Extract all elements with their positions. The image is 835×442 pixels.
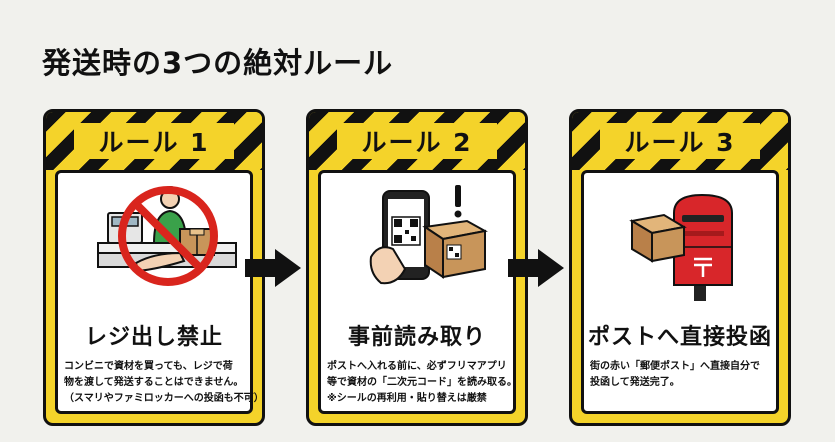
rule-label: ルール 1	[98, 128, 210, 157]
rule-description: 街の赤い「郵便ポスト」へ直接自分で 投函して発送完了。	[590, 359, 772, 391]
rule-illustration	[629, 193, 733, 301]
mailbox-icon	[673, 193, 733, 301]
rule-title: 事前読み取り	[347, 325, 486, 350]
rule-illustration	[97, 186, 237, 286]
hazard-stripes: ルール 3	[572, 112, 788, 170]
arrow-right-icon	[245, 249, 301, 287]
qr-code-icon	[391, 216, 421, 246]
description-line: コンビニで資材を買っても、レジで荷	[64, 361, 233, 372]
hazard-stripes: ルール 2	[309, 112, 525, 170]
package-icon	[629, 213, 687, 263]
rule-description: コンビニで資材を買っても、レジで荷 物を渡して発送することはできません。 （スマ…	[64, 359, 264, 407]
arrow-right-icon	[508, 249, 564, 287]
postal-mark-icon	[694, 257, 712, 277]
rule-label: ルール 2	[361, 128, 473, 157]
hazard-stripes: ルール 1	[46, 112, 262, 170]
prohibited-icon	[118, 186, 218, 286]
rule-card-2: ルール 2	[306, 109, 528, 426]
rule-card-body: レジ出し禁止 コンビニで資材を買っても、レジで荷 物を渡して発送することはできま…	[55, 170, 264, 414]
rule-card-3: ルール 3 ポストへ直接投函 街の赤い「郵便ポ	[569, 109, 791, 426]
description-line: 投函して発送完了。	[590, 377, 680, 388]
description-line: ※シールの再利用・貼り替えは厳禁	[327, 393, 487, 404]
description-line: ポストへ入れる前に、必ずフリマアプリ	[327, 361, 507, 372]
rule-card-body: 事前読み取り ポストへ入れる前に、必ずフリマアプリ 等で資材の「二次元コード」を…	[318, 170, 517, 414]
rule-title: レジ出し禁止	[84, 325, 223, 350]
description-line: 物を渡して発送することはできません。	[64, 377, 244, 388]
rule-title: ポストへ直接投函	[587, 325, 772, 350]
rule-card-1: ルール 1	[43, 109, 265, 426]
page-title: 発送時の3つの絶対ルール	[42, 46, 394, 80]
rule-description: ポストへ入れる前に、必ずフリマアプリ 等で資材の「二次元コード」を読み取る。 ※…	[327, 359, 517, 407]
rule-label: ルール 3	[624, 128, 736, 157]
rule-card-body: ポストへ直接投函 街の赤い「郵便ポスト」へ直接自分で 投函して発送完了。	[581, 170, 779, 414]
package-icon	[422, 219, 488, 279]
rule-illustration	[369, 185, 488, 285]
exclamation-icon	[454, 185, 462, 218]
description-line: 街の赤い「郵便ポスト」へ直接自分で	[590, 361, 760, 372]
description-line: （スマリやファミロッカーへの投函も不可）	[64, 393, 264, 404]
description-line: 等で資材の「二次元コード」を読み取る。	[327, 377, 517, 388]
